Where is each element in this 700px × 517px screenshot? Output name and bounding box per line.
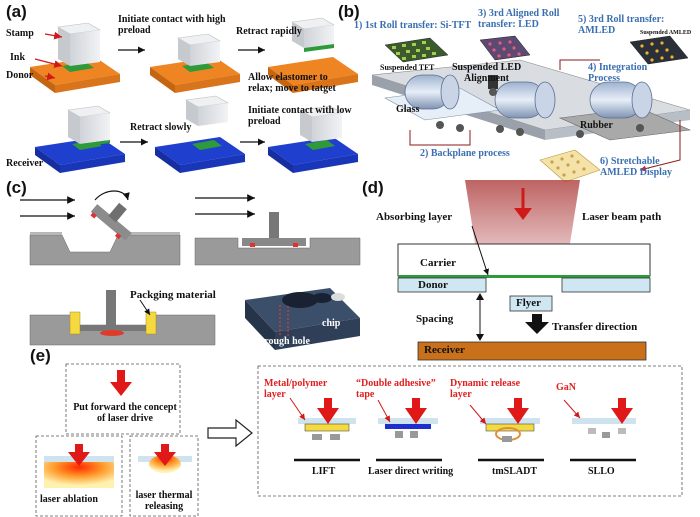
gan-label: GaN xyxy=(556,382,576,393)
absorbing-layer-label: Absorbing layer xyxy=(376,211,453,223)
roll-transfer-5: 5) 3rd Roll transfer: AMLED xyxy=(578,14,665,36)
ink-layer xyxy=(62,62,94,72)
flyer-block xyxy=(509,295,553,312)
chip-disc xyxy=(331,293,345,301)
absorbing-layer xyxy=(398,275,650,278)
donor-label: Donor xyxy=(6,70,34,81)
laser-path-label: Laser beam path xyxy=(582,211,662,223)
double-adhesive-label: “Double adhesive” tape xyxy=(356,378,436,400)
metal-polymer-label: Metal/polymer layer xyxy=(264,378,328,400)
flyer-label: Flyer xyxy=(516,297,542,309)
suspended-amled-label: Suspended AMLED xyxy=(640,30,692,36)
glass-label: Glass xyxy=(396,104,420,115)
receiver-d-label: Receiver xyxy=(424,344,465,356)
transfer-direction-label: Transfer direction xyxy=(552,321,638,333)
ldw-label: Laser direct writing xyxy=(368,466,454,477)
stretchable-label: 6) Stretchable AMLED Display xyxy=(600,156,672,178)
panel-a-graphics xyxy=(30,17,358,173)
panel-d-label: (d) xyxy=(362,178,384,197)
step-initiate-low: Initiate contact with low preload xyxy=(248,105,352,127)
packaging-label: Packging material xyxy=(130,289,216,301)
tmsladt-label: tmSLADT xyxy=(492,466,538,477)
stretchable-display xyxy=(539,149,601,183)
camera-icon xyxy=(488,75,498,89)
panel-c-graphics xyxy=(20,190,361,350)
sllo-label: SLLO xyxy=(588,466,615,477)
donor-d-label: Donor xyxy=(418,279,448,291)
flow-arrow xyxy=(207,418,253,448)
spacing-label: Spacing xyxy=(416,313,454,325)
roller xyxy=(404,74,653,119)
panel-e-label: (e) xyxy=(30,346,51,365)
panel-a-label: (a) xyxy=(6,2,27,21)
stamp-block xyxy=(57,17,335,66)
roll-transfer-1: 1) 1st Roll transfer: Si-TFT xyxy=(354,20,472,31)
carrier-layer xyxy=(397,243,651,277)
receiver-bar xyxy=(417,341,647,361)
panel-c-label: (c) xyxy=(6,178,27,197)
alignment-label: Alignment xyxy=(464,73,509,84)
step-retract-rapidly: Retract rapidly xyxy=(236,26,302,37)
chip-label: chip xyxy=(322,318,341,329)
panel-e-graphics xyxy=(35,363,683,517)
suspended-tft-label: Suspended TFT xyxy=(380,63,435,72)
roll-transfer-3: 3) 3rd Aligned Roll transfer: LED xyxy=(478,8,560,30)
step-initiate-high: Initiate contact with high preload xyxy=(118,14,226,36)
through-hole-label: Through hole xyxy=(252,336,310,347)
concept-label: Put forward the concept of laser drive xyxy=(73,402,177,424)
step-relax-move: Allow elastomer to relax; move to tatget xyxy=(248,72,336,94)
rubber-label: Rubber xyxy=(580,120,613,131)
panel-b-graphics xyxy=(371,35,692,183)
dynamic-release-label: Dynamic release layer xyxy=(450,378,521,400)
stamp-label: Stamp xyxy=(6,28,34,39)
panel-d-graphics xyxy=(397,180,651,361)
lift-label: LIFT xyxy=(312,466,336,477)
thermal-label: laser thermal releasing xyxy=(135,490,193,512)
carrier-label: Carrier xyxy=(420,257,457,269)
suspended-led-label: Suspended LED xyxy=(452,62,522,73)
amled-array xyxy=(629,35,689,65)
backplane-label: 2) Backplane process xyxy=(420,148,510,159)
receiver-label: Receiver xyxy=(6,158,44,169)
ablation-label: laser ablation xyxy=(40,494,98,505)
tilted-chip xyxy=(90,202,132,241)
receiver-substrate xyxy=(35,137,358,173)
panel-b-label: (b) xyxy=(338,2,360,21)
integration-label: 4) Integration Process xyxy=(588,62,648,84)
step-retract-slowly: Retract slowly xyxy=(130,122,192,133)
transfer-arrow xyxy=(525,314,549,334)
ink-label: Ink xyxy=(10,52,26,63)
